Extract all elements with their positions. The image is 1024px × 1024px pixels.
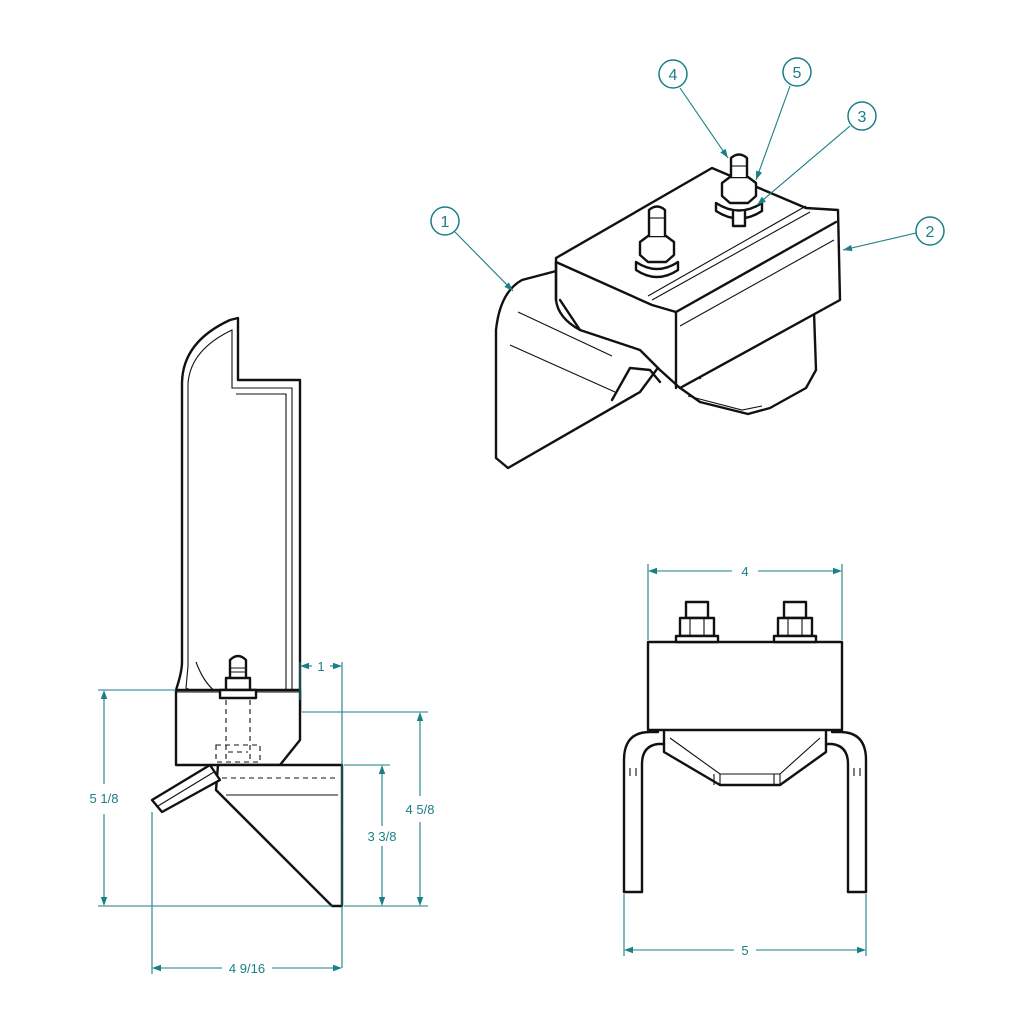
balloons: 1 2 3 4 5: [430, 57, 945, 246]
front-bottom-bend-mark-left: [713, 774, 721, 785]
dim-flange-width: 1: [317, 659, 324, 674]
arrowhead: [100, 690, 108, 699]
iso-stud-left: [634, 205, 680, 279]
front-u-channel-mark-left: [629, 768, 637, 776]
dim-plate-height: 3 3/8: [368, 829, 397, 844]
front-stud-right: [772, 600, 818, 644]
iso-plate-shade-1: [509, 344, 616, 393]
iso-block-top-line-2: [647, 205, 807, 297]
item-balloon-3: 3: [847, 101, 877, 131]
arrowhead: [152, 964, 161, 972]
leader-2: [842, 232, 917, 251]
arrowhead: [624, 946, 633, 954]
balloon-label: 5: [793, 65, 802, 82]
arrowhead: [833, 567, 842, 575]
dim-top-width: 4: [741, 564, 748, 579]
front-bottom-bend: [662, 728, 828, 787]
arrowhead: [378, 765, 386, 774]
iso-plate-shade-2: [517, 311, 613, 357]
arrowhead: [843, 244, 853, 252]
side-stud: [218, 654, 258, 700]
front-bottom-bend-inner: [669, 737, 821, 775]
side-bent-tab-line: [157, 771, 215, 807]
arrowhead: [757, 196, 766, 205]
front-view-dimensions: 4 5: [623, 564, 867, 958]
side-block: [174, 688, 302, 767]
leader-1: [454, 231, 514, 292]
front-view: [622, 600, 868, 894]
arrowhead: [504, 282, 513, 291]
arrowhead: [300, 662, 309, 670]
iso-block-front-line: [679, 239, 835, 327]
front-top-block: [646, 640, 844, 732]
item-balloon-1: 1: [430, 206, 460, 236]
arrowhead: [333, 662, 342, 670]
iso-side-lip: [554, 260, 582, 332]
iso-bottom-bend: [674, 310, 818, 416]
front-bottom-bend-mark-right: [773, 774, 781, 785]
item-balloon-2: 2: [915, 216, 945, 246]
arrowhead: [100, 897, 108, 906]
arrowhead: [333, 964, 342, 972]
arrowhead: [416, 897, 424, 906]
balloon-label: 4: [669, 67, 678, 84]
balloon-label: 2: [926, 224, 935, 241]
dim-overall-depth: 4 9/16: [229, 961, 265, 976]
leader-4: [679, 87, 729, 159]
front-stud-left: [674, 600, 720, 644]
front-u-channel-inner: [640, 742, 850, 894]
balloon-label: 3: [858, 109, 867, 126]
dim-bracket-height: 4 5/8: [406, 802, 435, 817]
arrowhead: [756, 170, 763, 180]
dim-overall-width: 5: [741, 943, 748, 958]
arrowhead: [378, 897, 386, 906]
side-view-dimensions: 1 5 1/8 4 5/8 3 3/8 4 9/16: [90, 659, 435, 976]
side-view: [150, 316, 344, 908]
item-balloon-4: 4: [658, 59, 688, 89]
iso-stud-right: [714, 153, 764, 228]
front-u-channel-mark-right: [853, 768, 861, 776]
isometric-view: [494, 153, 842, 470]
iso-top-block: [554, 166, 842, 390]
iso-block-front-face: [554, 220, 838, 390]
leader-5: [755, 85, 791, 181]
side-channel-inner: [185, 329, 293, 701]
arrowhead: [416, 712, 424, 721]
dim-overall-height: 5 1/8: [90, 791, 119, 806]
front-u-channel-outer: [622, 730, 868, 894]
iso-plate-notch: [610, 366, 662, 402]
side-angle-plate: [214, 763, 344, 908]
dimension-arrowheads: [100, 148, 866, 972]
balloon-label: 1: [441, 214, 450, 231]
item-balloon-5: 5: [782, 57, 812, 87]
arrowhead: [857, 946, 866, 954]
side-stud-hidden: [215, 700, 261, 763]
iso-block-top-line: [651, 211, 811, 301]
arrowhead: [720, 148, 728, 158]
leader-3: [756, 125, 851, 206]
side-channel-inner-2: [236, 393, 287, 700]
arrowhead: [648, 567, 657, 575]
side-channel-outer: [174, 316, 302, 714]
iso-bottom-bend-inner: [687, 395, 763, 411]
balloon-leaders: [454, 85, 917, 292]
